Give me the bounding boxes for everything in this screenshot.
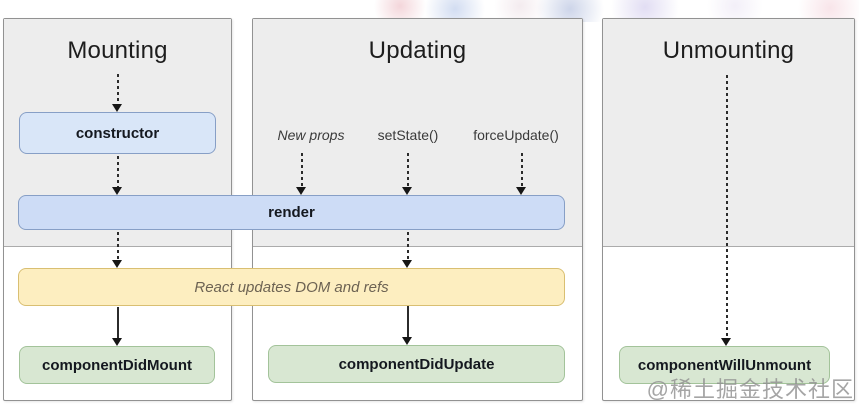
updating-phase-title: Updating [368,37,467,64]
arrow-shaft [117,74,119,105]
arrow-shaft [726,75,728,339]
render-box-label: render [268,204,315,221]
arrow-head [402,337,412,345]
arrow-shaft [117,156,119,188]
arrow-shaft [407,232,409,261]
component-did-mount-box: componentDidMount [19,346,215,384]
arrow-head [402,260,412,268]
component-did-update-label: componentDidUpdate [338,355,495,373]
arrow-head [721,338,731,346]
new-props-label: New props [277,127,345,143]
arrow-shaft [301,153,303,188]
unmounting-phase-header-area: Unmounting [603,19,854,247]
constructor-box-label: constructor [75,124,160,142]
arrow-shaft [521,153,523,188]
arrow-shaft [117,307,119,339]
constructor-box: constructor [19,112,216,154]
arrow-shaft [117,232,119,261]
set-state-label: setState() [377,127,439,143]
mounting-phase-title: Mounting [67,37,168,64]
unmounting-phase-panel: Unmounting [602,18,855,401]
arrow-head [112,187,122,195]
react-updates-dom-label: React updates DOM and refs [194,278,389,296]
component-will-unmount-label: componentWillUnmount [637,356,812,374]
render-box: render [18,195,565,230]
arrow-head [112,338,122,346]
component-will-unmount-box: componentWillUnmount [619,346,830,384]
arrow-head [112,104,122,112]
watermark: @稀土掘金技术社区 [646,377,854,402]
arrow-shaft [407,153,409,188]
background-decoration [0,0,859,22]
unmounting-phase-title: Unmounting [662,37,795,64]
react-updates-dom-box: React updates DOM and refs [18,268,565,306]
arrow-head [516,187,526,195]
arrow-head [296,187,306,195]
arrow-head [402,187,412,195]
force-update-label: forceUpdate() [473,127,559,143]
component-did-mount-label: componentDidMount [42,356,192,374]
arrow-head [112,260,122,268]
arrow-shaft [407,306,409,338]
component-did-update-box: componentDidUpdate [268,345,565,383]
